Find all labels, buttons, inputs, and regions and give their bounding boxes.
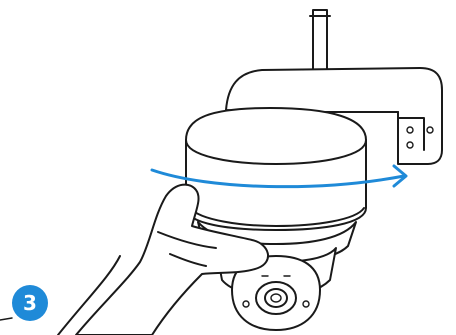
camera-body <box>186 108 366 230</box>
step-number-badge: 3 <box>12 285 48 321</box>
antenna <box>310 10 330 74</box>
edge-stroke <box>0 318 12 320</box>
step-number: 3 <box>23 293 37 313</box>
